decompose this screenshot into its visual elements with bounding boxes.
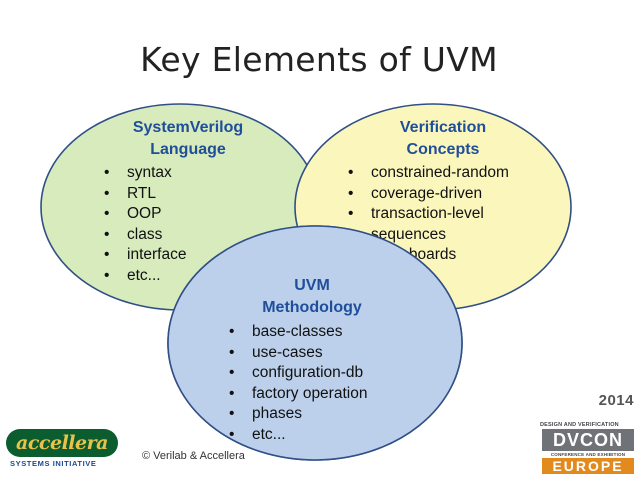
- uvm-heading: UVM Methodology: [262, 277, 362, 316]
- dvcon-logo: 2014 DESIGN AND VERIFICATION DVCON CONFE…: [540, 392, 636, 476]
- uvm-list: base-classes use-cases configuration-db …: [227, 322, 402, 446]
- copyright-notice: © Verilab & Accellera: [142, 450, 245, 462]
- systemverilog-block: SystemVerilog Language syntax RTL OOP cl…: [104, 117, 268, 287]
- dvcon-design-line: DESIGN AND VERIFICATION: [540, 422, 619, 428]
- list-item: constrained-random: [346, 163, 548, 184]
- list-item: class: [102, 225, 268, 246]
- uvm-block: UVM Methodology base-classes use-cases c…: [222, 275, 402, 446]
- slide-title: Key Elements of UVM: [140, 40, 498, 79]
- systemverilog-heading: SystemVerilog Language: [132, 119, 244, 158]
- list-item: interface: [102, 245, 268, 266]
- list-item: factory operation: [227, 384, 402, 405]
- list-item: RTL: [102, 184, 268, 205]
- accellera-wordmark: accellera: [6, 429, 118, 457]
- systemverilog-list: syntax RTL OOP class interface etc...: [102, 163, 268, 287]
- list-item: phases: [227, 404, 402, 425]
- dvcon-conference-line: CONFERENCE AND EXHIBITION: [550, 452, 626, 457]
- dvcon-year: 2014: [598, 392, 634, 409]
- list-item: coverage-driven: [346, 184, 548, 205]
- accellera-logo: accellera SYSTEMS INITIATIVE: [6, 427, 121, 473]
- verification-heading: Verification Concepts: [399, 119, 487, 158]
- list-item: base-classes: [227, 322, 402, 343]
- list-item: configuration-db: [227, 363, 402, 384]
- accellera-tagline: SYSTEMS INITIATIVE: [10, 459, 97, 468]
- dvcon-region: EUROPE: [542, 458, 634, 474]
- list-item: etc...: [102, 266, 268, 287]
- list-item: OOP: [102, 204, 268, 225]
- list-item: transaction-level: [346, 204, 548, 225]
- list-item: etc...: [227, 425, 402, 446]
- dvcon-wordmark: DVCON: [542, 429, 634, 451]
- list-item: use-cases: [227, 343, 402, 364]
- list-item: syntax: [102, 163, 268, 184]
